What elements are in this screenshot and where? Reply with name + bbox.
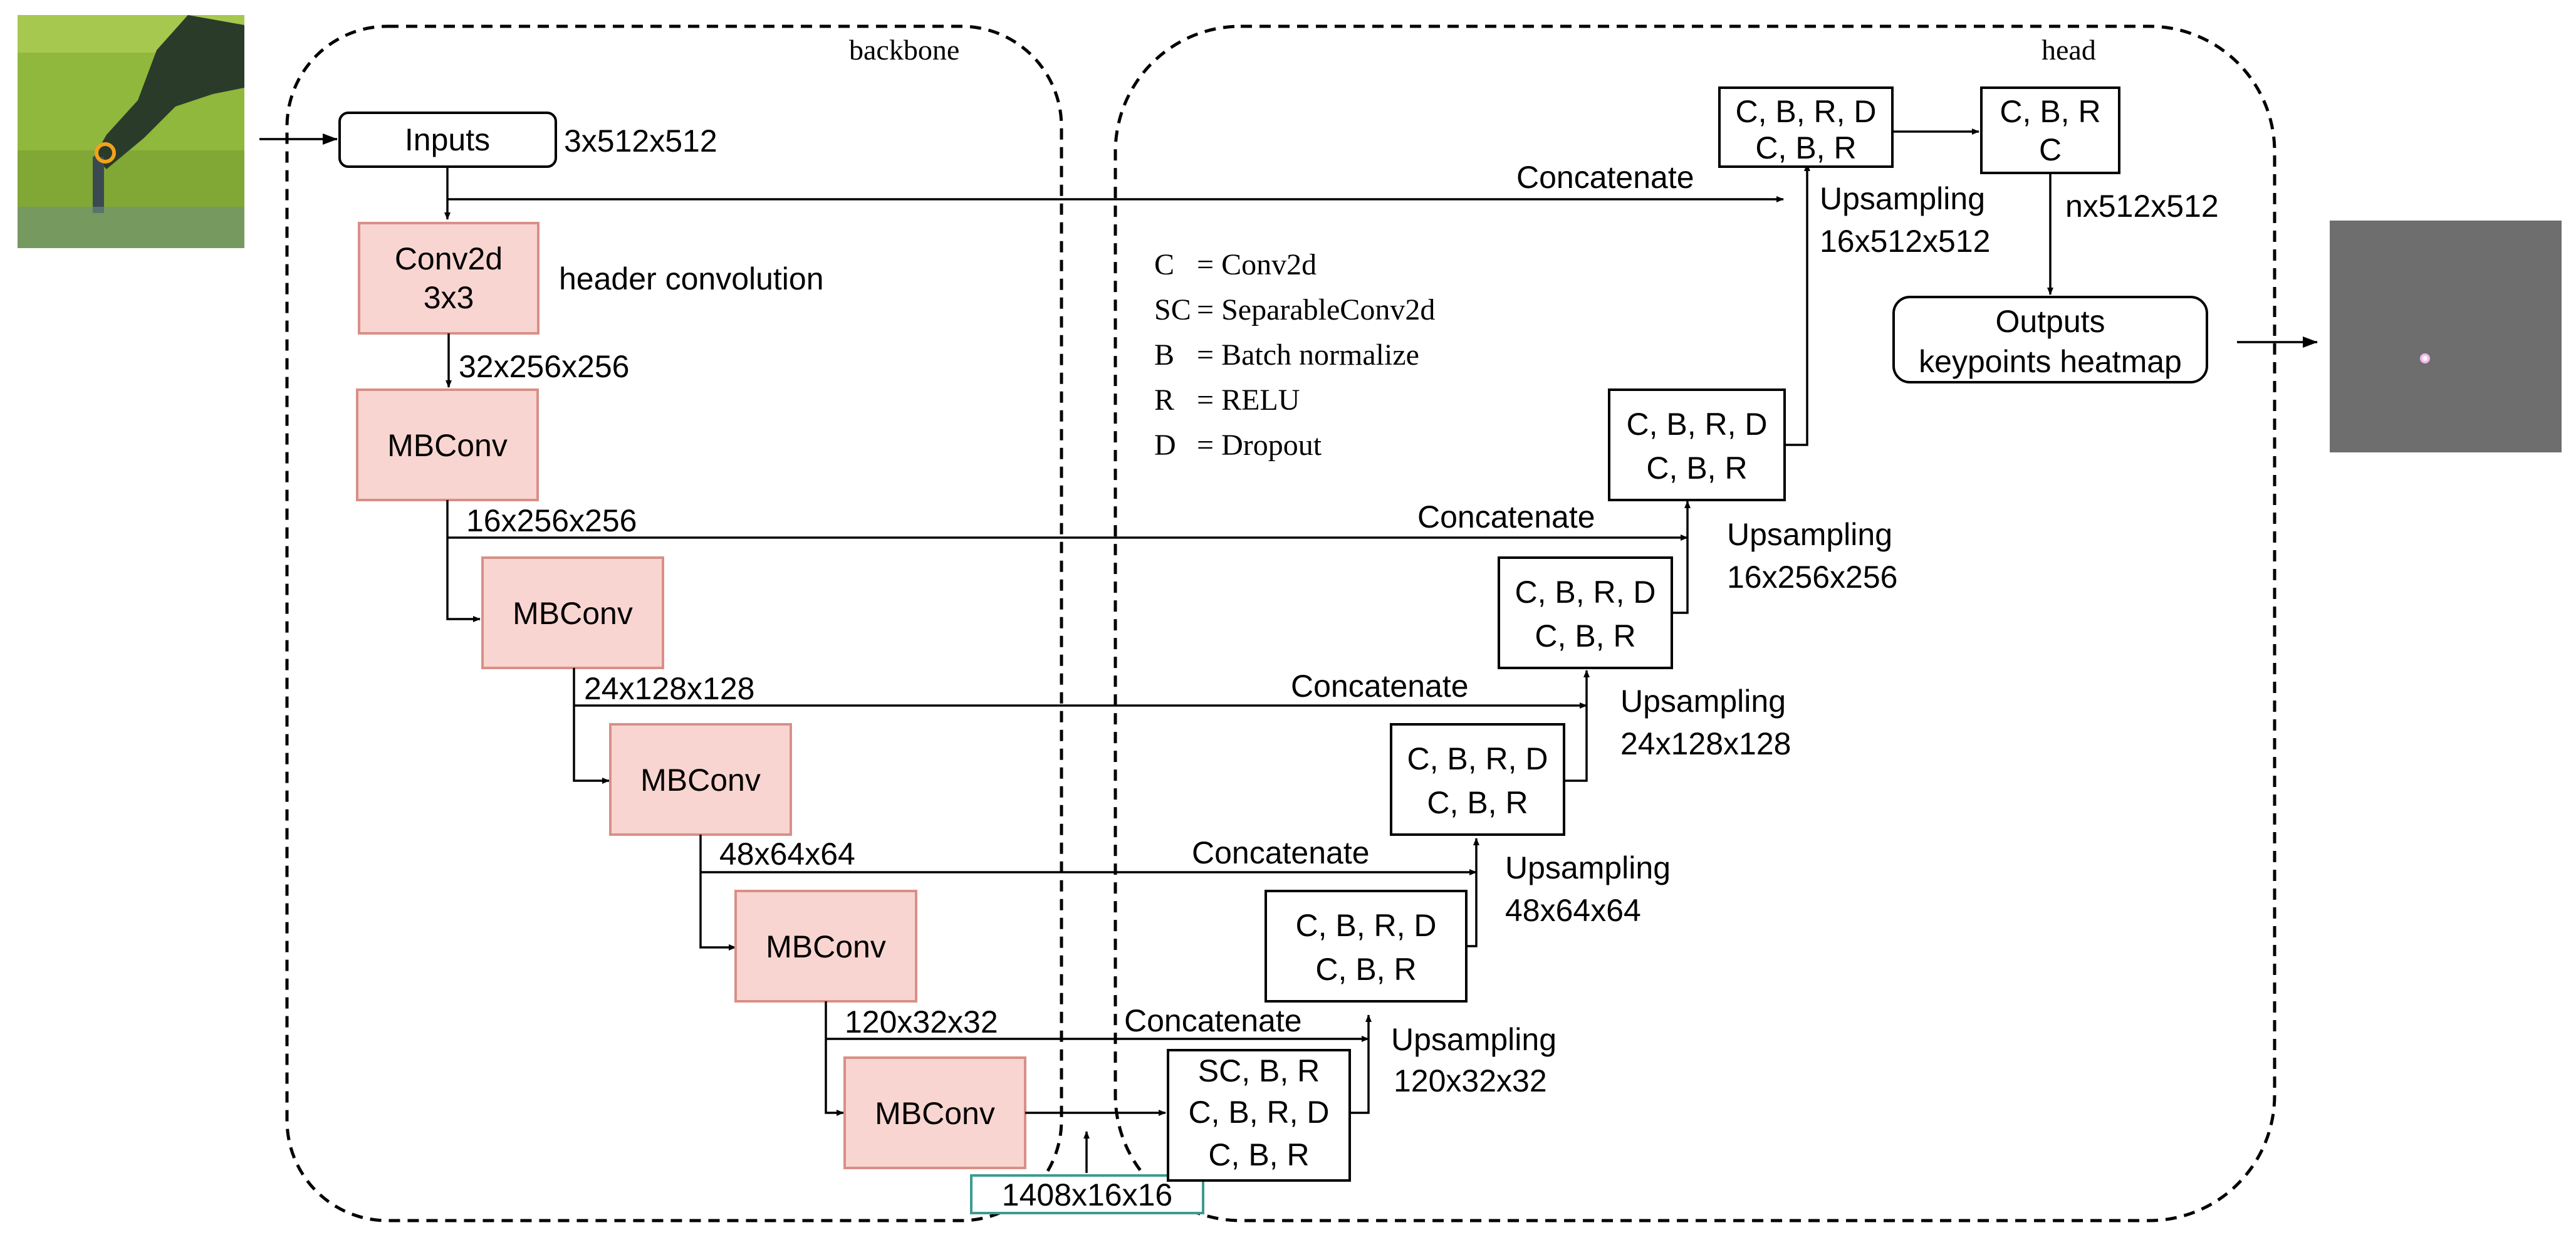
upsampling-shape-1: 120x32x32 xyxy=(1394,1063,1547,1098)
final-block xyxy=(1980,86,2120,174)
decoder-block-5 xyxy=(1608,388,1786,501)
concat-label-top: Concatenate xyxy=(1516,160,1694,195)
upsample-arrow-5 xyxy=(1785,164,1810,446)
header-conv-line2: 3x3 xyxy=(424,280,474,315)
backbone-region xyxy=(285,24,1063,1222)
mbconv-label-5: MBConv xyxy=(875,1096,995,1131)
header-conv-line1: Conv2d xyxy=(395,241,503,276)
legend-value-r: = RELU xyxy=(1197,383,1300,417)
legend-key-r: R xyxy=(1154,383,1174,417)
output-heatmap-image xyxy=(2330,221,2562,452)
upsample-arrow-1 xyxy=(1350,1014,1372,1114)
outputs-line2: keypoints heatmap xyxy=(1919,344,2182,379)
keypoint-marker-icon xyxy=(95,142,116,164)
final-block-line2: C xyxy=(2039,132,2062,167)
header-conv-note: header convolution xyxy=(559,261,824,296)
decoder-block-1-line3: C, B, R xyxy=(1208,1137,1309,1172)
backbone-label: backbone xyxy=(849,34,959,66)
upsampling-shape-4: 16x256x256 xyxy=(1727,560,1897,595)
outputs-box xyxy=(1892,296,2208,383)
legend-key-sc: SC xyxy=(1154,293,1191,326)
decoder-block-2 xyxy=(1265,890,1468,1003)
legend-value-b: = Batch normalize xyxy=(1197,338,1419,372)
decoder-block-1 xyxy=(1167,1049,1351,1182)
legend-value-sc: = SeparableConv2d xyxy=(1197,293,1435,326)
upsampling-shape-5: 16x512x512 xyxy=(1820,224,1990,259)
decoder-block-5-line1: C, B, R, D xyxy=(1626,407,1767,442)
mbconv-block-4 xyxy=(734,890,917,1003)
mbconv-out-shape-2: 24x128x128 xyxy=(584,671,754,706)
final-block-out-shape: nx512x512 xyxy=(2065,189,2219,224)
upsample-arrow-2 xyxy=(1466,838,1479,947)
upsample-arrow-4 xyxy=(1672,501,1691,614)
mbconv-block-2 xyxy=(481,556,664,669)
legend-key-b: B xyxy=(1154,338,1174,372)
legend: C = Conv2d SC = SeparableConv2d B = Batc… xyxy=(1154,248,1435,462)
mbconv-label-1: MBConv xyxy=(387,428,508,463)
mbconv-label-3: MBConv xyxy=(640,763,761,798)
decoder-block-2-line1: C, B, R, D xyxy=(1295,908,1436,943)
decoder-block-4 xyxy=(1498,556,1673,669)
concat-label-2: Concatenate xyxy=(1291,669,1469,704)
mbconv-block-1 xyxy=(356,388,539,501)
mbconv-label-4: MBConv xyxy=(766,929,886,964)
outputs-line1: Outputs xyxy=(1995,304,2105,339)
decoder-block-5-line2: C, B, R xyxy=(1646,451,1747,486)
concat-label-4: Concatenate xyxy=(1124,1003,1302,1038)
decoder-block-6 xyxy=(1718,86,1894,168)
legend-key-d: D xyxy=(1154,429,1176,462)
mbconv4-to-mbconv5-arrow xyxy=(825,1001,844,1116)
decoder-block-1-line2: C, B, R, D xyxy=(1188,1095,1329,1130)
concat-label-1: Concatenate xyxy=(1417,499,1595,534)
mbconv-out-shape-1: 16x256x256 xyxy=(466,503,637,538)
mbconv-label-2: MBConv xyxy=(513,596,633,631)
head-label: head xyxy=(2042,34,2096,66)
decoder-block-4-line1: C, B, R, D xyxy=(1515,575,1656,610)
upsampling-label-4: Upsampling xyxy=(1727,517,1892,552)
upsampling-shape-2: 48x64x64 xyxy=(1505,893,1641,928)
final-block-line1: C, B, R xyxy=(2000,94,2100,129)
inputs-label: Inputs xyxy=(405,122,490,157)
bottleneck-box xyxy=(970,1174,1204,1214)
inputs-shape: 3x512x512 xyxy=(564,123,717,159)
decoder-block-3 xyxy=(1390,723,1565,836)
head-region xyxy=(1113,24,2276,1222)
upsample-arrow-3 xyxy=(1564,670,1590,782)
header-conv-box xyxy=(358,222,540,335)
upsampling-label-5: Upsampling xyxy=(1820,181,1985,216)
decoder-block-3-line1: C, B, R, D xyxy=(1407,741,1548,776)
decoder-block-1-line1: SC, B, R xyxy=(1198,1053,1320,1088)
upsampling-label-1: Upsampling xyxy=(1391,1022,1557,1057)
decoder-block-2-line2: C, B, R xyxy=(1315,952,1416,987)
decoder-block-3-line2: C, B, R xyxy=(1427,785,1528,820)
legend-value-c: = Conv2d xyxy=(1197,248,1317,281)
bottleneck-shape: 1408x16x16 xyxy=(1002,1177,1172,1212)
legend-key-c: C xyxy=(1154,248,1174,281)
concat-label-3: Concatenate xyxy=(1192,835,1370,870)
header-conv-out-shape: 32x256x256 xyxy=(459,349,629,384)
decoder-block-6-line2: C, B, R xyxy=(1755,130,1856,165)
decoder-block-6-line1: C, B, R, D xyxy=(1735,94,1876,129)
upsampling-label-3: Upsampling xyxy=(1620,684,1786,719)
input-image xyxy=(18,15,244,248)
upsampling-label-2: Upsampling xyxy=(1505,850,1671,885)
decoder-block-4-line2: C, B, R xyxy=(1535,618,1635,654)
mbconv-out-shape-3: 48x64x64 xyxy=(719,836,855,872)
legend-value-d: = Dropout xyxy=(1197,429,1322,462)
mbconv-out-shape-4: 120x32x32 xyxy=(845,1004,998,1040)
upsampling-shape-3: 24x128x128 xyxy=(1620,726,1791,761)
mbconv1-to-mbconv2-arrow xyxy=(446,500,481,622)
